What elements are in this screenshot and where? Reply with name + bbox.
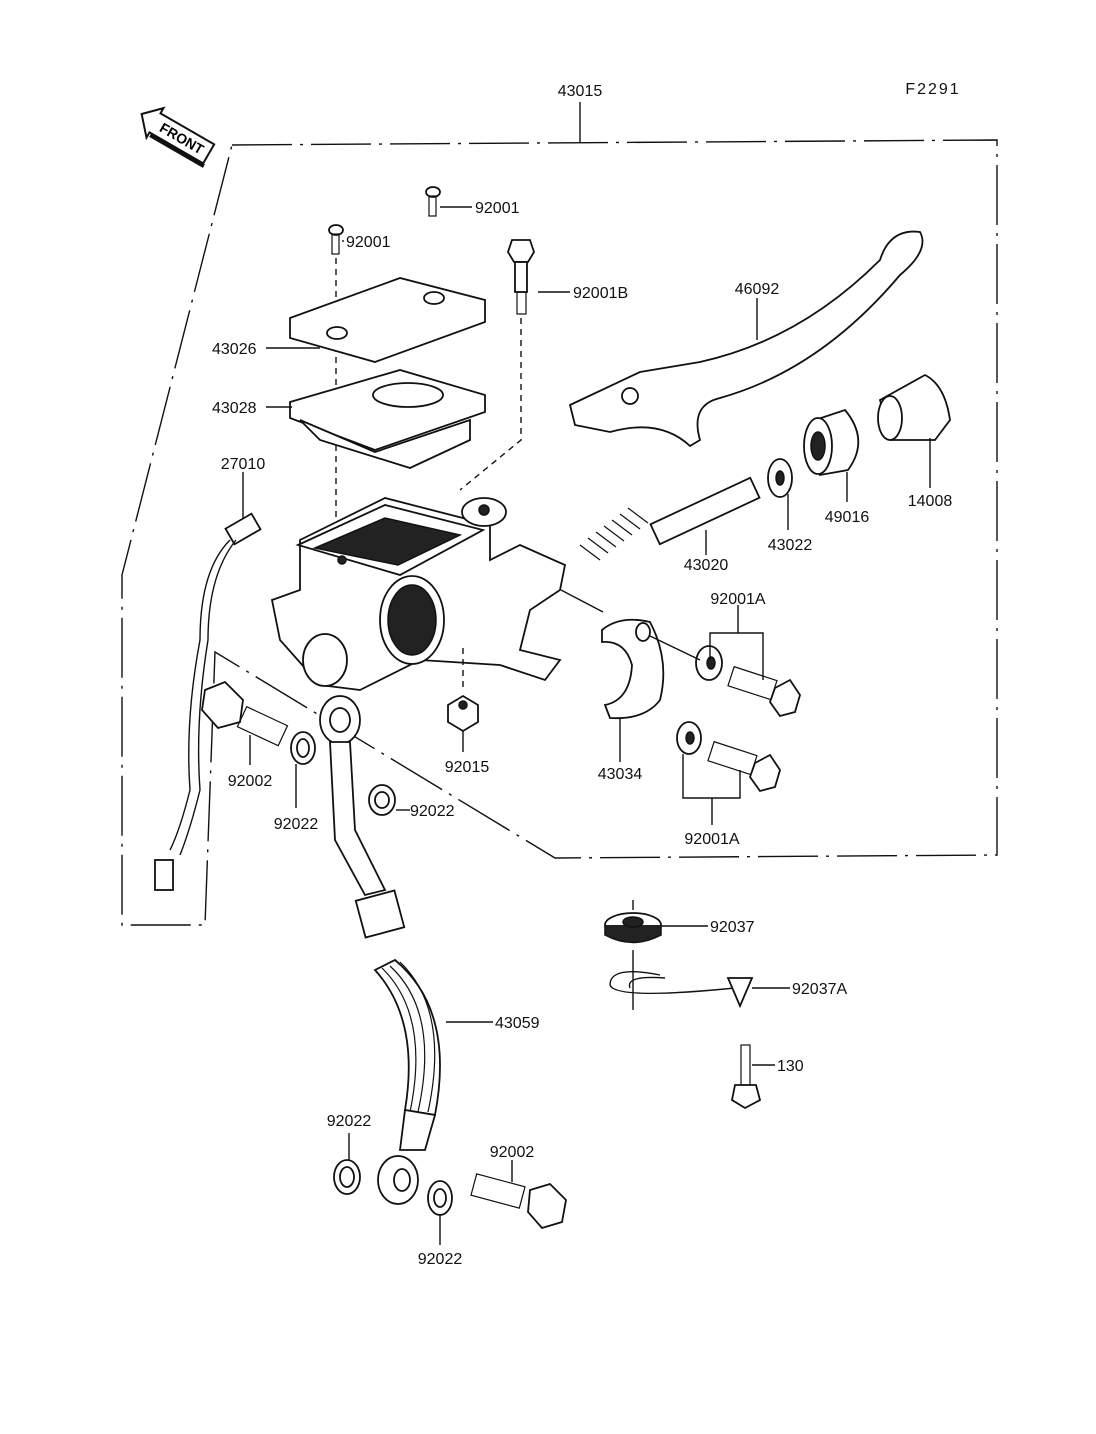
bolt-washer-set-upper [695,605,801,718]
banjo-bolt-lower [470,1160,567,1230]
washer-92022 [427,1180,453,1245]
seal-49016 [803,408,860,502]
part-label: 92001 [475,200,520,217]
part-label: 92001B [573,285,628,302]
piston-assembly [579,476,761,561]
brake-switch-cable [154,472,262,891]
assembly-boundary [121,139,998,926]
master-cylinder-body [270,497,567,691]
figure-code: F2291 [905,81,960,98]
washer-92022 [333,1133,361,1195]
washer-92022 [368,784,410,816]
assembly-label: 43015 [558,83,603,100]
brake-hose [319,695,493,1205]
part-label: 43059 [495,1015,540,1032]
bolt-icon [459,239,570,491]
washer-92022 [290,731,316,808]
clip-92037A [609,970,790,1009]
part-label: 92002 [490,1144,535,1161]
part-label: 130 [777,1058,804,1075]
part-label: 92001A [710,591,765,608]
washer-43022 [767,458,793,530]
screw-icon [425,186,472,217]
reservoir-cap [266,277,486,363]
nut-92015 [447,648,479,752]
part-label: 92015 [445,759,490,776]
part-label: 92001 [346,234,391,251]
part-label: 43022 [768,537,813,554]
part-label: 27010 [221,456,266,473]
part-label: 46092 [735,281,780,298]
part-label: 92022 [410,803,455,820]
grommet-92037 [604,900,708,1010]
part-label: 14008 [908,493,953,510]
clamp-43034 [560,589,701,762]
part-label: 92001A [684,831,739,848]
part-label: 92022 [274,816,319,833]
part-label: 43020 [684,557,729,574]
screw-icon [328,224,344,560]
part-label: 92022 [418,1251,463,1268]
part-label: 43028 [212,400,257,417]
brake-lever [568,230,924,448]
part-label: 43034 [598,766,643,783]
front-arrow-icon: FRONT [140,106,216,168]
part-label: 92002 [228,773,273,790]
bolt-130 [730,1044,775,1110]
part-label: 43026 [212,341,257,358]
diaphragm [266,369,486,469]
part-label: 49016 [825,509,870,526]
part-label: 92037 [710,919,755,936]
boot-14008 [877,373,951,488]
banjo-bolt-upper [201,680,289,765]
bolt-washer-set-lower [676,721,781,825]
part-label: 92022 [327,1113,372,1130]
part-label: 92037A [792,981,847,998]
